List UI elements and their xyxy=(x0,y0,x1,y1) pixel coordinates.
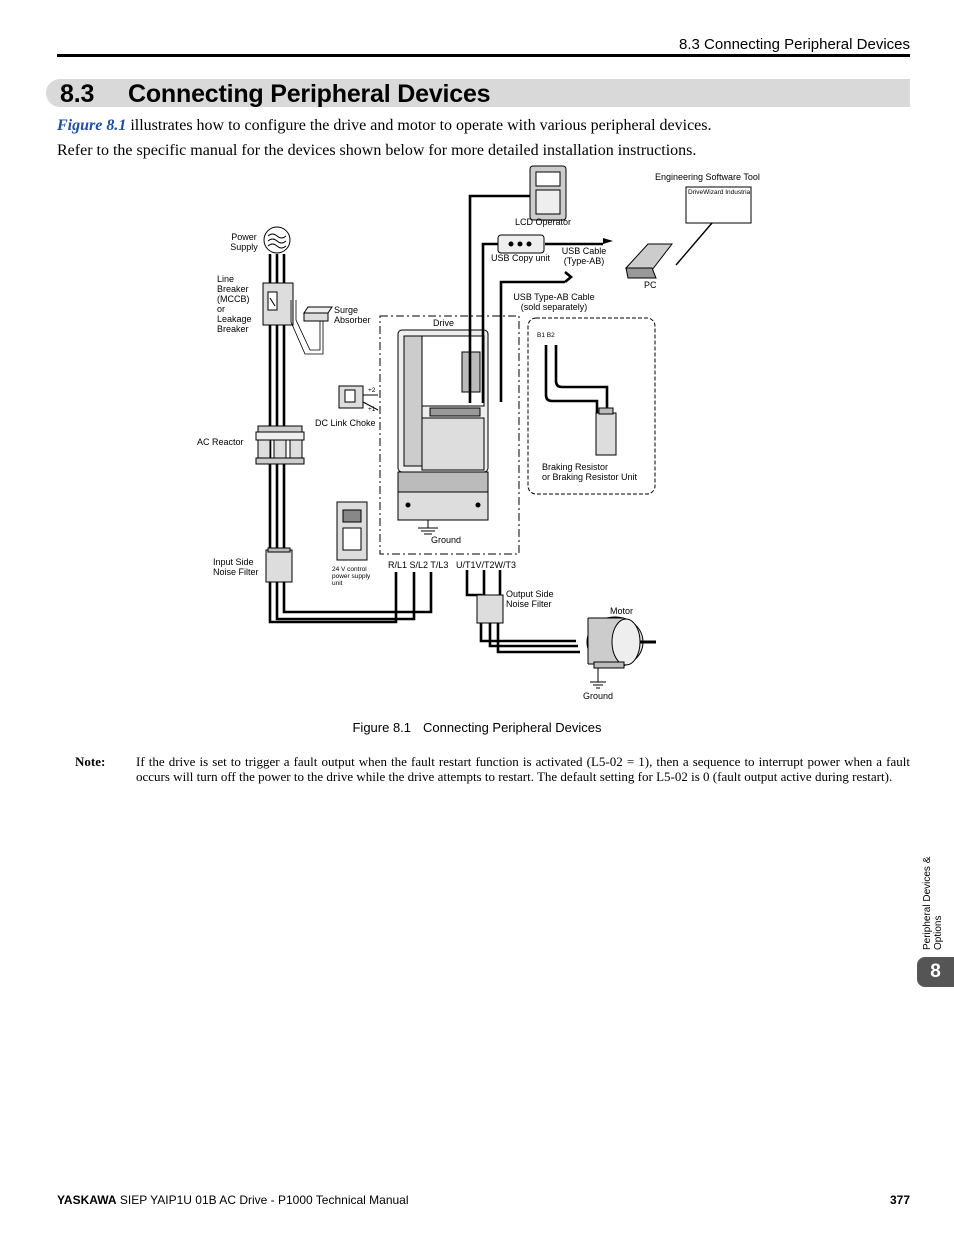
footer: YASKAWA SIEP YAIP1U 01B AC Drive - P1000… xyxy=(57,1193,409,1207)
dc-plus2-label: +2 xyxy=(368,387,376,394)
braking-wires xyxy=(544,345,609,413)
lcd-operator-label: LCD Operator xyxy=(515,217,572,227)
note-label: Note: xyxy=(75,754,106,769)
header-rule xyxy=(57,54,910,57)
braking-resistor-icon xyxy=(595,407,617,456)
usb-wiring xyxy=(468,194,574,403)
intro-line-2: Refer to the specific manual for the dev… xyxy=(57,142,697,159)
ac-reactor-icon xyxy=(255,425,305,465)
motor-label: Motor xyxy=(610,606,634,616)
section-number: 8.3 xyxy=(60,80,95,108)
pc-label: PC xyxy=(644,280,657,290)
drive-icon xyxy=(397,329,489,535)
pc-tool-link xyxy=(675,222,713,266)
dc-link-choke-label: DC Link Choke xyxy=(315,418,376,428)
ac-reactor-label: AC Reactor xyxy=(197,437,244,447)
pc-icon xyxy=(624,243,674,279)
psu-24v-icon xyxy=(336,501,368,561)
intro-line-1-text: illustrates how to configure the drive a… xyxy=(126,117,712,134)
engineering-tool-box xyxy=(685,186,752,224)
figure-number: Figure 8.1 xyxy=(352,720,412,735)
note-text: If the drive is set to trigger a fault o… xyxy=(136,754,910,784)
usb-copy-unit-label: USB Copy unit xyxy=(491,253,551,263)
section-heading: 8.3 Connecting Peripheral Devices xyxy=(60,80,491,109)
usb-typeab-label: USB Type-AB Cable(sold separately) xyxy=(513,292,595,312)
b1b2-label: B1 B2 xyxy=(537,332,555,339)
motor-icon xyxy=(586,616,656,689)
figure-link[interactable]: Figure 8.1 xyxy=(57,117,127,134)
usb-copy-unit-icon xyxy=(497,234,545,254)
power-supply-icon xyxy=(263,226,291,254)
footer-brand: YASKAWA xyxy=(57,1193,117,1207)
lcd-operator-icon xyxy=(529,165,567,221)
page-number: 377 xyxy=(889,1193,910,1207)
intro-line-1: Figure 8.1 illustrates how to configure … xyxy=(57,117,917,135)
footer-title: SIEP YAIP1U 01B AC Drive - P1000 Technic… xyxy=(116,1193,409,1207)
surge-absorber-icon xyxy=(290,300,333,355)
braking-boundary xyxy=(527,317,656,495)
running-header: 8.3 Connecting Peripheral Devices xyxy=(679,36,910,53)
input-to-drive-wires xyxy=(268,572,433,624)
eng-tool-label: Engineering Software Tool xyxy=(655,172,760,182)
output-noise-filter-icon xyxy=(476,594,504,624)
side-tab-text: Peripheral Devices & Options xyxy=(922,856,944,950)
drive-label: Drive xyxy=(433,318,455,328)
usb-cable-label: USB Cable(Type-AB) xyxy=(561,246,607,266)
drivewizard-label: DriveWizard Industrial xyxy=(688,189,752,196)
drive-boundary xyxy=(379,315,520,555)
figure-title: Connecting Peripheral Devices xyxy=(423,720,602,735)
input-noise-filter-icon xyxy=(265,547,293,583)
line-breaker-icon xyxy=(262,282,294,326)
motor-ground-label: Ground xyxy=(583,691,614,701)
input-terminals-label: R/L1 S/L2 T/L3 xyxy=(388,560,449,570)
drive-ground-label: Ground xyxy=(431,535,462,545)
dc-link-choke-icon xyxy=(338,385,379,411)
figure-caption: Figure 8.1 Connecting Peripheral Devices xyxy=(0,720,954,735)
chapter-tab[interactable]: 8 xyxy=(917,957,954,987)
output-terminals-label: U/T1V/T2W/T3 xyxy=(456,560,517,570)
section-title: Connecting Peripheral Devices xyxy=(128,80,491,108)
dc-plus1-label: +1 xyxy=(368,406,376,413)
section-heading-bar xyxy=(46,79,910,107)
side-tab-label: Peripheral Devices & Options xyxy=(922,830,950,950)
